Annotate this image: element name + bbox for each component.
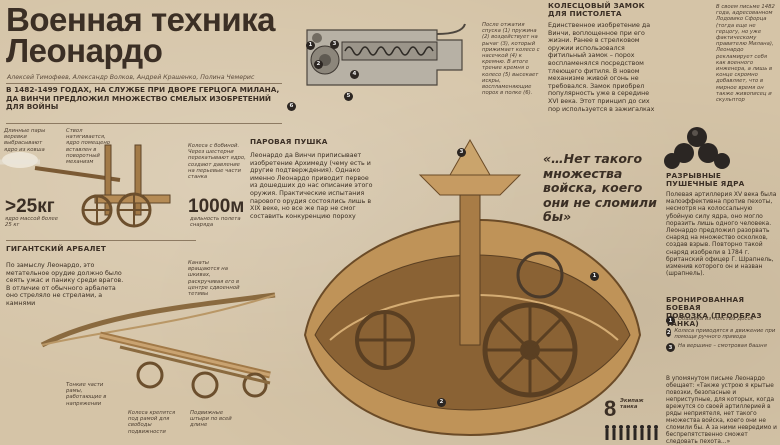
title-line-2: Леонардо bbox=[6, 32, 163, 69]
tank-item: 3 На вершине – смотровая башня bbox=[666, 343, 778, 353]
tank-item-number: 2 bbox=[666, 328, 672, 337]
tank-callout-1: 1 bbox=[590, 262, 599, 281]
intro-text: В 1482-1499 ГОДАХ, НА СЛУЖБЕ ПРИ ДВОРЕ Г… bbox=[6, 85, 280, 111]
catapult-weight-note: ядро массой более 25 кг bbox=[5, 216, 58, 229]
tank-item: 1 Обшивка из толстых досок bbox=[666, 316, 778, 325]
crew-figures-icon bbox=[603, 424, 663, 442]
steam-cannon-text: Леонардо да Винчи приписывает изобретени… bbox=[250, 152, 373, 220]
catapult-note-mid: Ствол натягивается, ядро помещено вставл… bbox=[66, 128, 111, 166]
catapult-illustration bbox=[0, 140, 185, 230]
tank-item: 2 Колеса приводятся в движение при помощ… bbox=[666, 328, 778, 340]
tank-heading: БРОНИРОВАННАЯ БОЕВАЯ ПОВОЗКА (ПРООБРАЗ Т… bbox=[666, 295, 762, 328]
wheel-lock-illustration bbox=[287, 20, 472, 95]
catapult-range: 1000м bbox=[188, 196, 245, 217]
cannonballs-heading: РАЗРЫВНЫЕ ПУШЕЧНЫЕ ЯДРА bbox=[666, 171, 745, 188]
divider bbox=[6, 240, 196, 241]
callout-2: 2 bbox=[314, 50, 323, 69]
callout-6: 6 bbox=[287, 92, 296, 111]
tank-crew-label: Экипаж танка bbox=[620, 398, 644, 411]
tank-callout-3: 3 bbox=[457, 138, 466, 157]
callout-5: 5 bbox=[344, 82, 353, 101]
divider bbox=[6, 83, 282, 84]
crossbow-note-bottom-mid: Колеса крепятся под рамой для свободы по… bbox=[128, 410, 176, 435]
steam-cannon-heading: ПАРОВАЯ ПУШКА bbox=[250, 137, 328, 146]
tank-item-text: Колеса приводятся в движение при помощи … bbox=[674, 328, 776, 341]
wheel-lock-notes: После отжатия спуска (1) пружина (2) воз… bbox=[482, 22, 540, 97]
sidebar-letter-note: В своем письме 1482 года, адресованном Л… bbox=[716, 4, 775, 104]
tank-crew-number: 8 bbox=[604, 396, 617, 421]
quote: «…Нет такого множества войска, коего они… bbox=[543, 151, 657, 224]
divider bbox=[6, 123, 282, 124]
authors: Алексей Тимофеев, Александр Волков, Андр… bbox=[7, 74, 255, 81]
catapult-note-right: Колеса с бобиной. Через шестерни перекат… bbox=[188, 143, 246, 181]
callout-4: 4 bbox=[350, 60, 359, 79]
tank-item-number: 3 bbox=[666, 343, 675, 353]
tank-item-number: 1 bbox=[666, 316, 675, 325]
armored-tank-illustration bbox=[300, 135, 645, 440]
cannonballs-text: Полевая артиллерия XV века была малоэффе… bbox=[666, 191, 777, 278]
crossbow-illustration bbox=[40, 285, 280, 400]
tank-item-text: На вершине – смотровая башня bbox=[678, 343, 767, 350]
page-title: Военная техника Леонардо bbox=[6, 1, 276, 69]
title-line-1: Военная техника bbox=[6, 1, 276, 38]
callout-1: 1 bbox=[306, 31, 315, 50]
tank-text: В упомянутом письме Леонардо обещает: «Т… bbox=[666, 376, 777, 445]
crossbow-note-top: Канаты вращаются на шкивах, раскручивая … bbox=[188, 260, 240, 298]
crossbow-text: По замыслу Леонардо, это метательное ору… bbox=[6, 262, 124, 307]
crossbow-note-bottom-left: Тонкие части рамы, работающие в напряжен… bbox=[66, 382, 107, 407]
wheel-lock-heading: КОЛЕСЦОВЫЙ ЗАМОК ДЛЯ ПИСТОЛЕТА bbox=[548, 1, 645, 18]
crossbow-note-bottom-right: Подвижные штыри по всей длине bbox=[190, 410, 232, 429]
catapult-range-note: дальность полета снаряда bbox=[190, 216, 241, 229]
tank-item-text: Обшивка из толстых досок bbox=[678, 316, 754, 322]
cannonballs-illustration bbox=[662, 125, 732, 170]
catapult-weight: >25кг bbox=[5, 196, 55, 217]
catapult-note-left: Длинные пары веревки выбрасывают ядро из… bbox=[4, 128, 46, 153]
wheel-lock-text: Единственное изобретение да Винчи, вопло… bbox=[548, 22, 655, 113]
tank-callout-2: 2 bbox=[437, 388, 446, 407]
crossbow-heading: ГИГАНТСКИЙ АРБАЛЕТ bbox=[6, 244, 107, 253]
callout-3: 3 bbox=[330, 30, 339, 49]
tank-items: 1 Обшивка из толстых досок 2 Колеса прив… bbox=[666, 316, 778, 353]
